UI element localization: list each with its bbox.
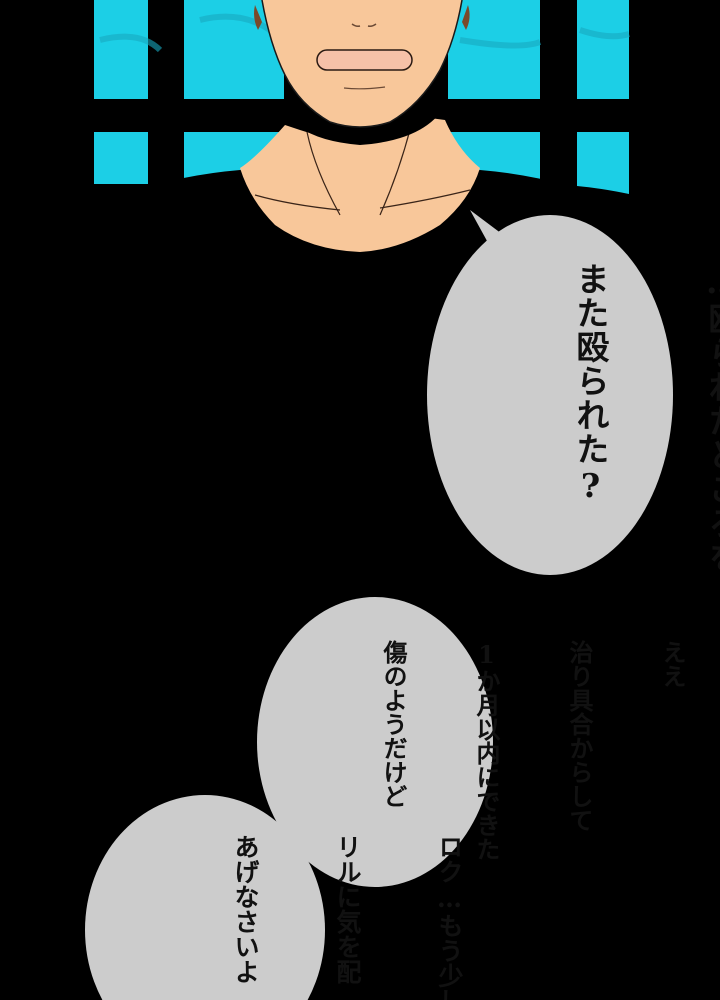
bubble-line: …殴られたところを — [703, 262, 720, 574]
speech-bubble-2 — [257, 597, 493, 887]
bubble-2-text: ええ 治り具合からして 1か月以内にできた 傷のようだけど — [316, 640, 720, 861]
panel-artwork — [0, 0, 720, 320]
bubble-line: リルに気を配 — [333, 834, 362, 984]
bubble-3-text: ロク…もう少し リルに気を配 あげなさいよ — [160, 834, 534, 1000]
neck — [240, 118, 480, 252]
bubble-line: あげなさいよ — [231, 834, 260, 984]
speech-bubble-3 — [85, 760, 325, 1000]
nose — [351, 23, 377, 27]
jaw-shadow — [284, 60, 448, 145]
window-pane — [94, 0, 148, 99]
bubble-line: 1か月以内にできた — [472, 640, 501, 861]
bubble-line: 傷のようだけど — [379, 640, 408, 808]
window-pane — [94, 132, 148, 184]
speech-bubble-1 — [427, 210, 673, 575]
window-pane — [577, 0, 629, 99]
bubble-line: ロク…もう少し — [435, 834, 464, 1000]
bubble-line: また殴られた? — [571, 262, 610, 506]
mouth — [316, 49, 413, 71]
bubble-line: 治り具合からして — [565, 640, 594, 832]
ear-right — [462, 5, 470, 30]
window-pane — [448, 0, 540, 99]
bubble-line: ええ — [658, 640, 687, 688]
window-pane — [577, 132, 629, 194]
bubble-1-text: …殴られたところを また殴られた? — [480, 262, 720, 574]
ear-left — [254, 5, 262, 30]
